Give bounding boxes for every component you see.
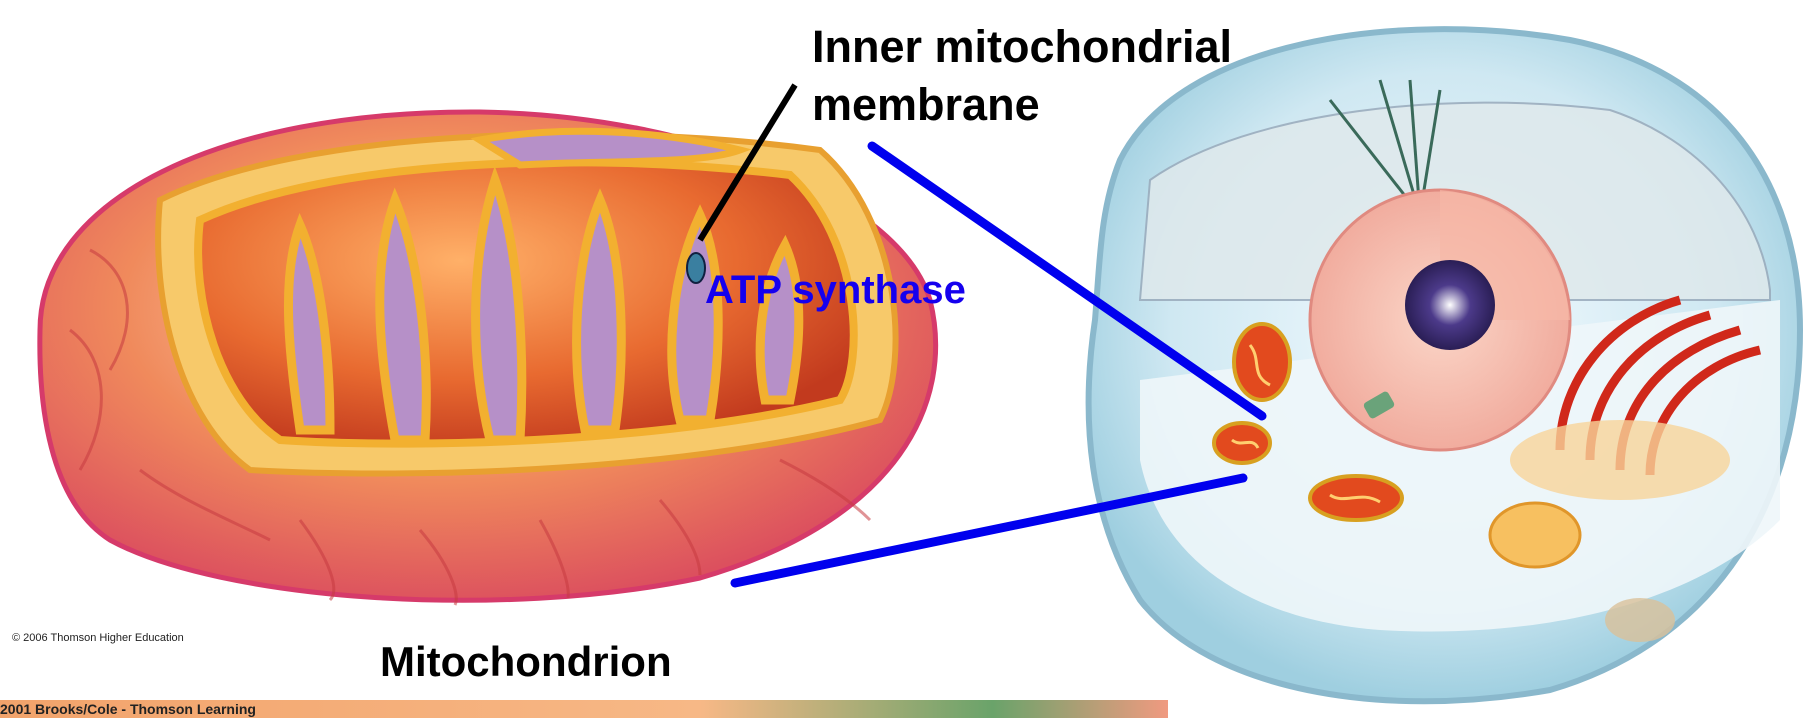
- mitochondrion-illustration: [40, 85, 936, 605]
- inner-membrane-label: Inner mitochondrial membrane: [812, 18, 1232, 134]
- figure-title: Mitochondrion: [380, 638, 672, 686]
- golgi-base: [1510, 420, 1730, 500]
- atp-synthase-label: ATP synthase: [705, 268, 966, 313]
- copyright-text: © 2006 Thomson Higher Education: [12, 632, 184, 644]
- inner-membrane-label-line2: membrane: [812, 76, 1232, 134]
- inner-membrane-label-line1: Inner mitochondrial: [812, 18, 1232, 76]
- atp-synthase-marker: [687, 253, 705, 283]
- bottom-strip-credit: 2001 Brooks/Cole - Thomson Learning: [0, 701, 256, 717]
- nucleolus: [1405, 260, 1495, 350]
- secretory-vesicle: [1490, 503, 1580, 567]
- vacuole: [1605, 598, 1675, 642]
